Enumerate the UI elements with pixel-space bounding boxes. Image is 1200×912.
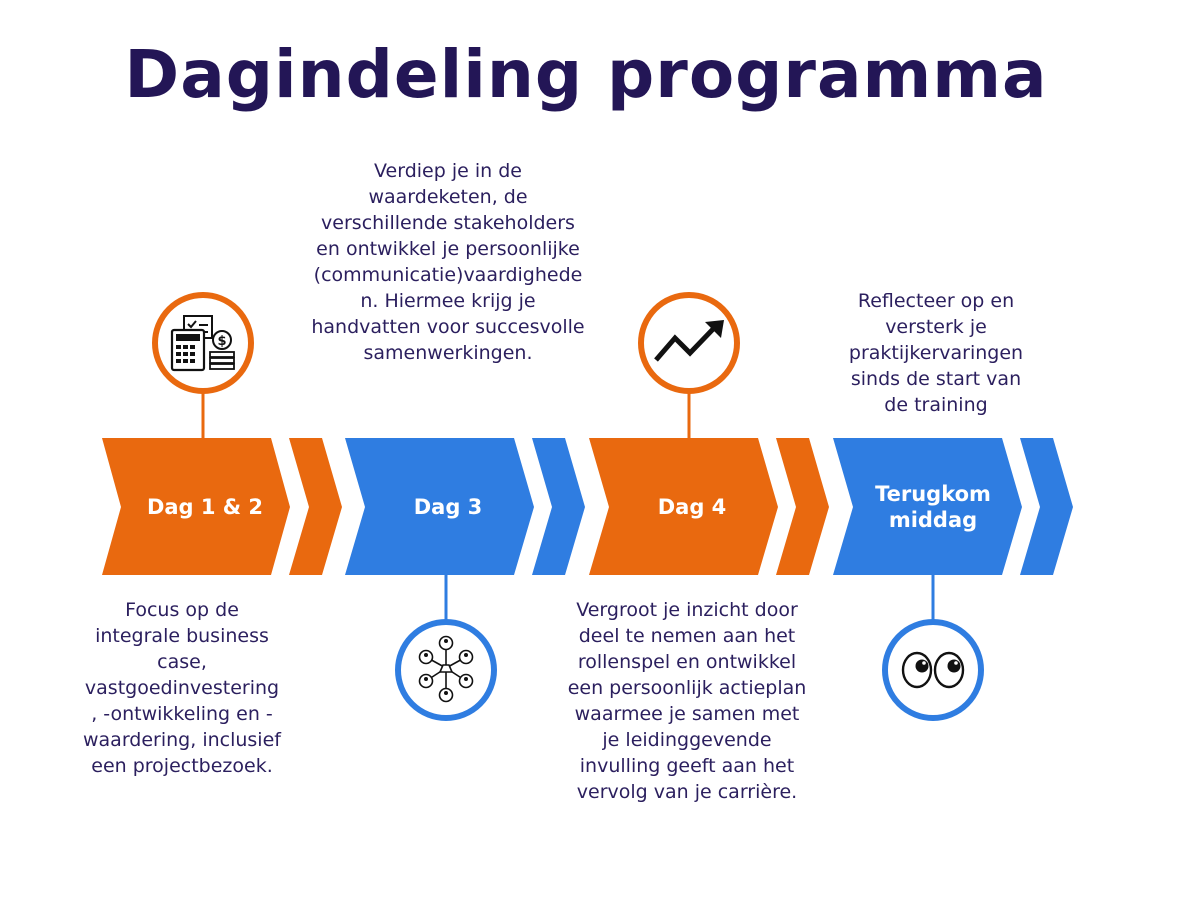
step-label-terugkom-middag: Terugkom middag xyxy=(875,481,991,532)
chevron-tail-step-1 xyxy=(289,438,342,575)
step-label-dag-4: Dag 4 xyxy=(657,494,727,519)
trend-up-arrow-icon xyxy=(638,292,740,394)
step-label-dag-1-2: Dag 1 & 2 xyxy=(146,494,264,519)
eyes-icon xyxy=(882,619,984,721)
calculator-finance-icon: $ xyxy=(152,292,254,394)
step-description-terugkom-middag: Reflecteer op en versterk je praktijkerv… xyxy=(848,290,1024,416)
step-description-dag-1-2: Focus op de integrale business case, vas… xyxy=(83,599,281,777)
svg-text:$: $ xyxy=(217,334,226,349)
step-label-dag-3: Dag 3 xyxy=(413,494,483,519)
chevron-tail-step-3 xyxy=(776,438,829,575)
chevron-step-4 xyxy=(833,438,1022,575)
chevron-tail-step-4 xyxy=(1020,438,1073,575)
chevron-step-2 xyxy=(345,438,534,575)
chevron-tail-step-2 xyxy=(532,438,585,575)
step-description-dag-3: Verdiep je in de waardeketen, de verschi… xyxy=(311,160,585,364)
chevron-step-1 xyxy=(102,438,290,575)
network-people-icon xyxy=(395,619,497,721)
page-title: Dagindeling programma xyxy=(124,36,1048,113)
chevron-step-3 xyxy=(589,438,778,575)
step-description-dag-4: Vergroot je inzicht door deel te nemen a… xyxy=(567,599,807,803)
